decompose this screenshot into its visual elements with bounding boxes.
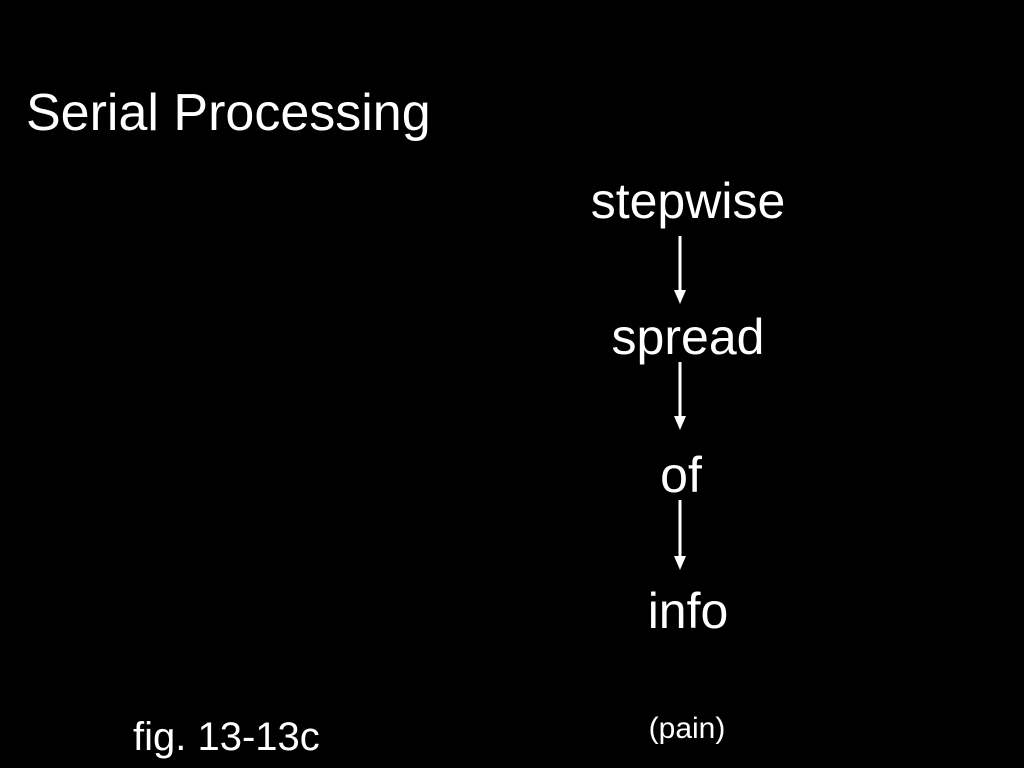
- flow-word-stepwise: stepwise: [590, 173, 786, 229]
- slide-title: Serial Processing: [26, 84, 431, 142]
- flow-word-info: info: [647, 583, 729, 639]
- flow-word-spread: spread: [611, 309, 765, 365]
- down-arrow-icon: [674, 236, 686, 304]
- down-arrow-icon: [674, 500, 686, 570]
- figure-reference: fig. 13-13c: [133, 715, 320, 759]
- down-arrow-icon: [674, 362, 686, 430]
- flow-note: (pain): [648, 712, 726, 745]
- flow-word-of: of: [660, 447, 702, 503]
